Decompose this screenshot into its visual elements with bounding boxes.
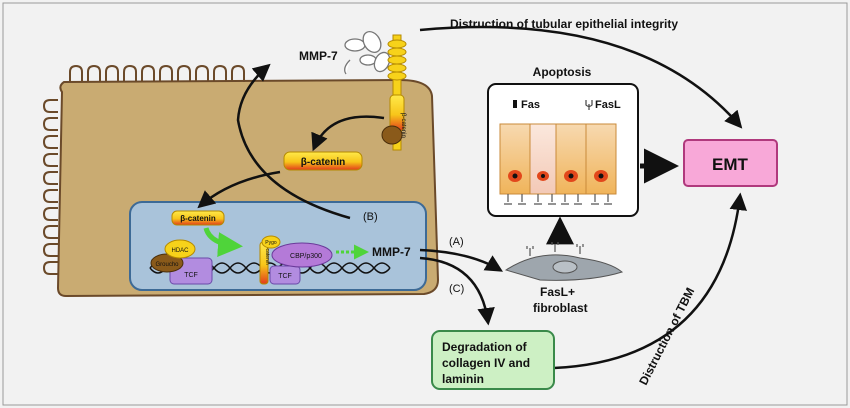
fasl-fibroblast bbox=[504, 242, 624, 281]
degradation-line-2: collagen IV and bbox=[442, 356, 530, 370]
beta-catenin-nucleus: β-catenin bbox=[171, 210, 225, 226]
tcf-left-label: TCF bbox=[184, 272, 198, 279]
fasl-fibroblast-label-2: fibroblast bbox=[533, 301, 588, 315]
arrow-tubular-to-emt bbox=[419, 25, 743, 129]
fas-legend-icon bbox=[513, 100, 517, 108]
apoptosis-panel: Apoptosis Fas FasL bbox=[487, 65, 639, 217]
arrow-cytoplasm-to-nucleus bbox=[197, 170, 281, 209]
arrow-a-to-fibroblast bbox=[419, 248, 504, 272]
beta-catenin-cytoplasm: β-catenin bbox=[283, 151, 363, 171]
beta-catenin-complex-label: β-catenin bbox=[264, 244, 270, 265]
cbp-label: CBP/p300 bbox=[290, 253, 322, 260]
arrow-c-to-degradation bbox=[419, 256, 495, 326]
emt-box: EMT bbox=[683, 139, 778, 187]
beta-catenin-nucleus-label: β-catenin bbox=[180, 214, 216, 223]
groucho-label: Groucho bbox=[155, 262, 179, 268]
degradation-box: Degradation of collagen IV and laminin bbox=[431, 330, 555, 390]
tubular-integrity-label: Distruction of tubular epithelial integr… bbox=[450, 17, 678, 31]
tubular-cells bbox=[499, 123, 617, 205]
tbm-label: Distruction of TBM bbox=[636, 285, 697, 387]
fasl-legend-label: FasL bbox=[595, 99, 621, 111]
pathway-arrows bbox=[197, 25, 747, 370]
microvilli bbox=[42, 64, 245, 275]
fas-legend-label: Fas bbox=[521, 99, 540, 111]
beta-catenin-cytoplasm-label: β-catenin bbox=[301, 157, 345, 168]
tcf-right-label: TCF bbox=[278, 273, 292, 280]
hdac-label: HDAC bbox=[171, 248, 189, 254]
path-a-label: (A) bbox=[449, 236, 464, 248]
mmp7-nucleus-label: MMP-7 bbox=[372, 245, 411, 259]
emt-label: EMT bbox=[712, 155, 749, 174]
fasl-legend-icon bbox=[585, 100, 593, 110]
degradation-line-3: laminin bbox=[442, 372, 484, 386]
beta-catenin-membrane-label: β-catenin bbox=[400, 113, 406, 138]
repressor-complex: TCF Groucho HDAC bbox=[150, 239, 213, 285]
pygo-label: Pygo bbox=[265, 240, 277, 246]
arrow-tbm-to-emt bbox=[553, 192, 747, 370]
apoptosis-title: Apoptosis bbox=[533, 65, 592, 79]
membrane-beta-catenin-receptor: β-catenin bbox=[381, 34, 407, 151]
arrow-membrane-to-cytoplasm bbox=[311, 115, 385, 152]
mmp7-protein-icon bbox=[344, 31, 391, 75]
mmp7-top-label: MMP-7 bbox=[299, 49, 338, 63]
fasl-fibroblast-label-1: FasL+ bbox=[540, 285, 575, 299]
path-c-label: (C) bbox=[449, 283, 464, 295]
path-b-label: (B) bbox=[363, 211, 378, 223]
activator-complex: TCF β-catenin CBP/p300 Pygo bbox=[259, 235, 333, 285]
arrow-to-mmp7-secretion bbox=[236, 63, 351, 220]
degradation-line-1: Degradation of bbox=[442, 340, 528, 354]
activation-green-arrow bbox=[203, 227, 243, 258]
